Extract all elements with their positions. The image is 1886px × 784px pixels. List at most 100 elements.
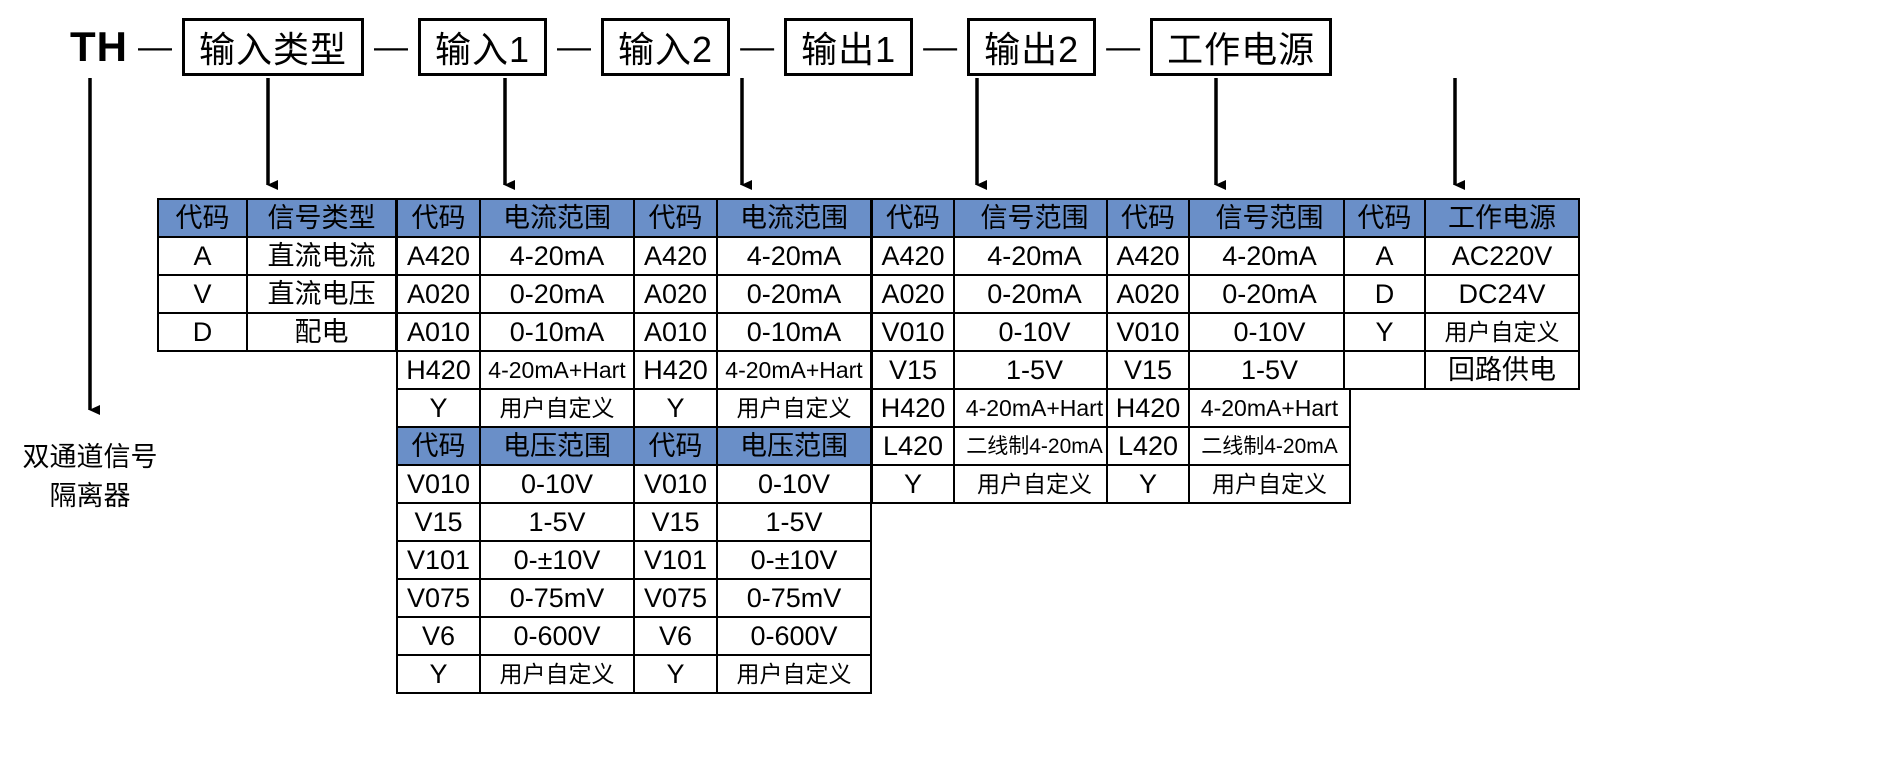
cell-value: 0-20mA — [953, 274, 1116, 314]
cell-code: H420 — [1106, 388, 1190, 428]
cell-value: 4-20mA+Hart — [953, 388, 1116, 428]
cell-code — [1343, 350, 1426, 390]
cell-value: 4-20mA — [953, 236, 1116, 276]
model-box-input2[interactable]: 输入2 — [601, 18, 731, 76]
cell-code: V6 — [396, 616, 481, 656]
model-box-input1[interactable]: 输入1 — [418, 18, 548, 76]
cell-value: 0-600V — [716, 616, 872, 656]
model-box-input-type[interactable]: 输入类型 — [182, 18, 365, 76]
cell-code: A — [1343, 236, 1426, 276]
th-caption-line2: 隔离器 — [49, 481, 131, 512]
cell-value: 0-10V — [1188, 312, 1351, 352]
table-header-row: 代码工作电源 — [1343, 198, 1580, 238]
table-header-row: 代码电压范围 — [633, 426, 872, 466]
cell-value: 0-±10V — [716, 540, 872, 580]
cell-code: A020 — [1106, 274, 1190, 314]
table-header-row: 代码电流范围 — [396, 198, 635, 238]
cell-code: D — [1343, 274, 1426, 314]
header-cell-range: 电流范围 — [479, 198, 635, 238]
cell-value: 直流电流 — [246, 236, 397, 276]
cell-code: Y — [1343, 312, 1426, 352]
cell-value: 0-10V — [953, 312, 1116, 352]
cell-value: 0-20mA — [479, 274, 635, 314]
cell-code: V15 — [1106, 350, 1190, 390]
model-code-row: TH — 输入类型 — 输入1 — 输入2 — 输出1 — 输出2 — 工作电源 — [0, 12, 1886, 82]
cell-value: 4-20mA — [716, 236, 872, 276]
cell-value: DC24V — [1424, 274, 1580, 314]
header-cell-range: 工作电源 — [1424, 198, 1580, 238]
cell-value: 二线制4-20mA — [1188, 426, 1351, 466]
cell-value: 回路供电 — [1424, 350, 1580, 390]
model-box-power-supply[interactable]: 工作电源 — [1150, 18, 1333, 76]
cell-code: Y — [396, 388, 481, 428]
header-cell-code: 代码 — [157, 198, 248, 238]
cell-value: 0-20mA — [1188, 274, 1351, 314]
cell-code: V15 — [871, 350, 955, 390]
cell-value: 直流电压 — [246, 274, 397, 314]
cell-value: 用户自定义 — [479, 654, 635, 694]
cell-code: A010 — [633, 312, 718, 352]
cell-code: Y — [633, 654, 718, 694]
cell-code: V15 — [633, 502, 718, 542]
header-cell-range: 信号范围 — [953, 198, 1116, 238]
table-row: 回路供电 — [1343, 350, 1580, 390]
header-cell-code: 代码 — [633, 426, 718, 466]
model-separator-dash-6: — — [1106, 28, 1141, 66]
model-prefix-th: TH — [70, 23, 128, 70]
cell-value: 0-600V — [479, 616, 635, 656]
cell-value: 0-10V — [716, 464, 872, 504]
cell-value: 0-10mA — [716, 312, 872, 352]
cell-code: L420 — [871, 426, 955, 466]
table-header-row: 代码信号范围 — [871, 198, 1116, 238]
model-box-output2[interactable]: 输出2 — [967, 18, 1097, 76]
cell-code: A020 — [871, 274, 955, 314]
cell-value: 0-±10V — [479, 540, 635, 580]
cell-code: V010 — [396, 464, 481, 504]
header-cell-code: 代码 — [1343, 198, 1426, 238]
cell-value: 0-10V — [479, 464, 635, 504]
cell-code: H420 — [633, 350, 718, 390]
model-box-output1[interactable]: 输出1 — [784, 18, 914, 76]
cell-value: 4-20mA+Hart — [716, 350, 872, 390]
cell-value: 4-20mA — [479, 236, 635, 276]
cell-code: V101 — [633, 540, 718, 580]
header-cell-range: 电流范围 — [716, 198, 872, 238]
model-separator-dash-1: — — [138, 28, 172, 66]
cell-code: Y — [871, 464, 955, 504]
cell-value: 0-75mV — [716, 578, 872, 618]
header-cell-code: 代码 — [1106, 198, 1190, 238]
cell-code: Y — [633, 388, 718, 428]
cell-value: 二线制4-20mA — [953, 426, 1116, 466]
